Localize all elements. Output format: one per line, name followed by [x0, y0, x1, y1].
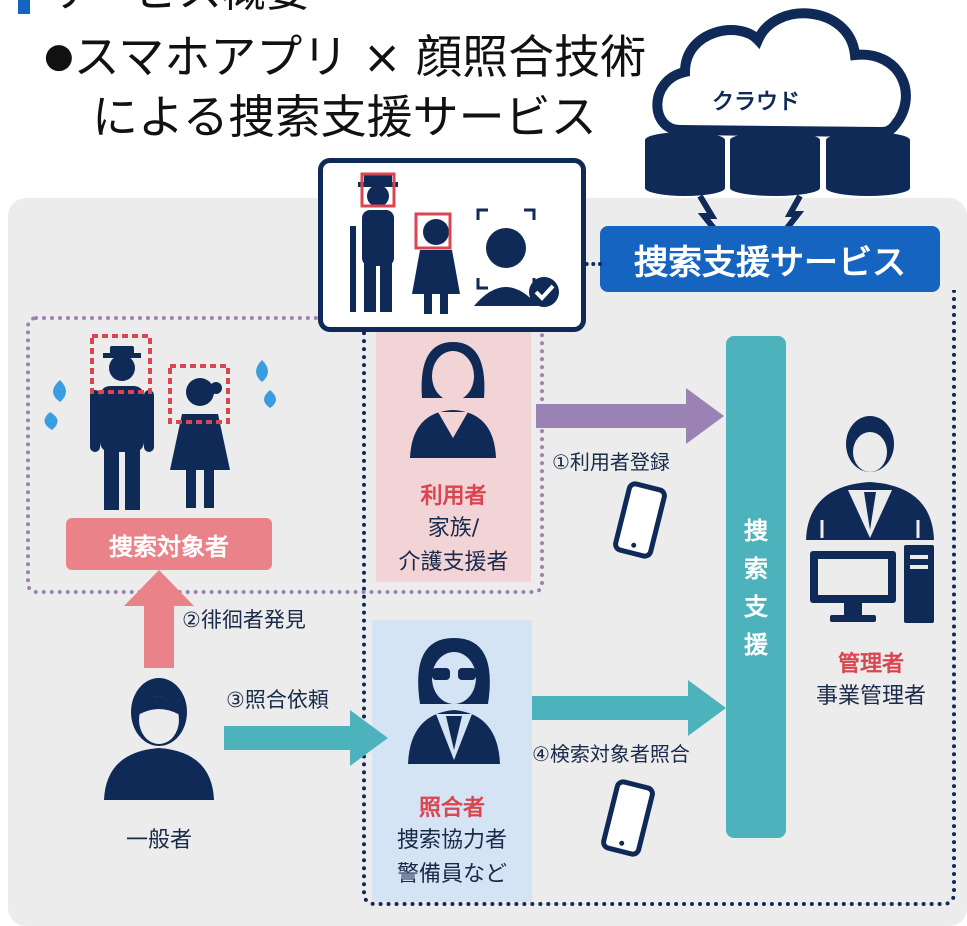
- search-support-char: 捜: [744, 517, 768, 545]
- user-desc-1: 家族/: [427, 516, 480, 541]
- cloud-icon: [645, 8, 911, 230]
- search-support-char: 援: [744, 631, 768, 659]
- service-banner: 捜索支援サービス: [600, 226, 940, 292]
- header-marker: [18, 0, 30, 14]
- matcher-desc-1: 捜索協力者: [396, 828, 507, 853]
- search-support-char: 支: [744, 593, 768, 621]
- cloud-label: クラウド: [712, 90, 801, 115]
- admin-desc: 事業管理者: [815, 684, 926, 709]
- user-icon: [410, 342, 496, 458]
- matcher-role: 照合者: [418, 796, 485, 821]
- service-area-frame: [362, 290, 956, 906]
- search-support-char: 索: [744, 555, 768, 583]
- smartphone-icon: [601, 779, 655, 857]
- target-label: 捜索対象者: [66, 518, 272, 570]
- search-support-column: [726, 336, 786, 838]
- arrow-found: [124, 570, 194, 668]
- arrow-request: [224, 710, 388, 766]
- matcher-desc-2: 警備員など: [396, 862, 507, 887]
- step1-label: ①利用者登録: [552, 450, 670, 474]
- headline-line2: による捜索支援サービス: [92, 90, 597, 144]
- header-partial-title: サービス概要: [46, 0, 310, 14]
- target-group-frame: [26, 316, 544, 594]
- target-persons-icon: [44, 334, 276, 510]
- headline-line1: ●スマホアプリ × 顔照合技術: [44, 34, 646, 80]
- smartphone-icon: [613, 481, 667, 559]
- public-icon: [104, 678, 214, 800]
- headline-text-1: スマホアプリ × 顔照合技術: [73, 30, 647, 84]
- step2-label: ②徘徊者発見: [182, 608, 306, 632]
- face-recognition-icon: [350, 172, 559, 314]
- arrow-match: [532, 680, 726, 736]
- public-label: 一般者: [125, 828, 192, 853]
- connector-dotted: [578, 262, 602, 266]
- bullet: ●: [44, 36, 74, 76]
- matcher-icon: [408, 638, 500, 764]
- user-desc-2: 介護支援者: [398, 550, 509, 575]
- search-support-label: 捜 索 支 援: [726, 512, 786, 664]
- arrow-register: [536, 388, 724, 444]
- admin-icon: [806, 416, 934, 540]
- computer-icon: [810, 545, 934, 623]
- user-role: 利用者: [420, 484, 487, 509]
- step3-label: ③照合依頼: [226, 688, 329, 712]
- admin-role: 管理者: [837, 652, 904, 677]
- step4-label: ④検索対象者照合: [532, 742, 690, 766]
